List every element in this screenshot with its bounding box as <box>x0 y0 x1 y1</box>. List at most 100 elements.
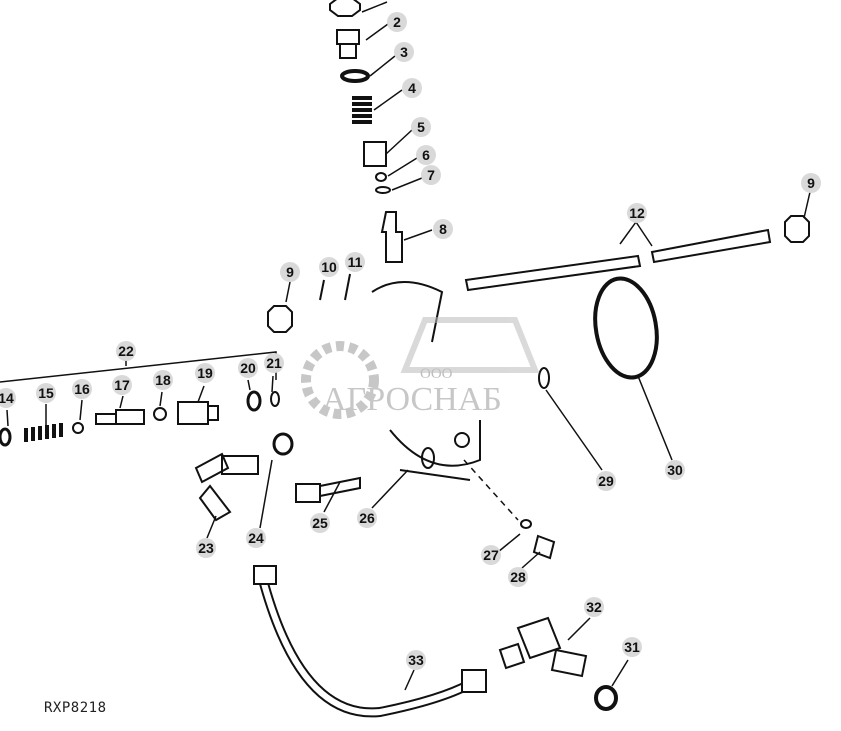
callout-number: 8 <box>439 221 447 237</box>
part-ring-3 <box>340 69 370 83</box>
callout-number: 30 <box>667 462 683 478</box>
callout-20: 20 <box>238 358 258 378</box>
parts <box>0 0 811 718</box>
watermark-prefix: ООО <box>420 366 453 382</box>
callout-23: 23 <box>196 538 216 558</box>
callout-bubble <box>387 12 407 32</box>
callout-number: 3 <box>400 44 408 60</box>
callout-bubble <box>153 370 173 390</box>
callout-8: 8 <box>433 219 453 239</box>
callout-number: 7 <box>427 167 435 183</box>
callout-number: 19 <box>197 365 213 381</box>
part-elbow-32 <box>498 616 588 678</box>
callout-10: 10 <box>319 257 339 277</box>
callout-number: 32 <box>586 599 602 615</box>
part-valve-8 <box>380 211 403 263</box>
callout-31: 31 <box>622 637 642 657</box>
part-oring-14 <box>0 427 12 447</box>
callout-number: 28 <box>510 569 526 585</box>
callout-12: 12 <box>627 203 647 223</box>
callout-bubble <box>508 567 528 587</box>
part-washer-18 <box>153 407 167 421</box>
callout-number: 27 <box>483 547 499 563</box>
callout-bubble <box>280 262 300 282</box>
reference-code: RXP8218 <box>44 700 107 716</box>
part-plug-19 <box>177 401 219 425</box>
callout-4: 4 <box>402 78 422 98</box>
callout-bubble <box>319 257 339 277</box>
callout-bubble <box>0 388 16 408</box>
callout-21: 21 <box>264 353 284 373</box>
part-plug-2 <box>336 29 360 59</box>
callout-32: 32 <box>584 597 604 617</box>
part-elbow-23 <box>194 452 259 522</box>
callout-29: 29 <box>596 471 616 491</box>
callout-5: 5 <box>411 117 431 137</box>
callout-bubble <box>622 637 642 657</box>
callout-bubble <box>421 165 441 185</box>
part-pump-body-26 <box>371 281 481 481</box>
callout-number: 9 <box>807 175 815 191</box>
callout-number: 24 <box>248 530 264 546</box>
callout-number: 6 <box>422 147 430 163</box>
callout-bubble <box>433 219 453 239</box>
callout-bubble <box>112 375 132 395</box>
part-spring-4 <box>352 96 372 124</box>
callout-number: 29 <box>598 473 614 489</box>
callout-bubble <box>345 252 365 272</box>
callout-bubble <box>196 538 216 558</box>
callout-number: 15 <box>38 385 54 401</box>
callout-15: 15 <box>36 383 56 403</box>
callout-16: 16 <box>72 379 92 399</box>
callout-number: 22 <box>118 343 134 359</box>
callout-27: 27 <box>481 545 501 565</box>
callout-number: 20 <box>240 360 256 376</box>
callout-number: 31 <box>624 639 640 655</box>
callout-7: 7 <box>421 165 441 185</box>
callout-28: 28 <box>508 567 528 587</box>
callout-bubble <box>402 78 422 98</box>
callout-22: 22 <box>116 341 136 361</box>
part-gasket-30 <box>593 276 659 380</box>
callout-6: 6 <box>416 145 436 165</box>
callout-bubble <box>584 597 604 617</box>
callout-11: 11 <box>345 252 365 272</box>
part-oring-7 <box>375 186 391 194</box>
callout-bubble <box>72 379 92 399</box>
callout-bubble <box>310 513 330 533</box>
bracket-22 <box>0 351 277 383</box>
callout-bubble <box>416 145 436 165</box>
part-oring-31 <box>594 685 618 711</box>
callout-3: 3 <box>394 42 414 62</box>
part-hose-33 <box>257 574 473 718</box>
part-stud-12a <box>464 254 642 292</box>
part-piston-17 <box>95 409 145 425</box>
callout-33: 33 <box>406 650 426 670</box>
callout-number: 10 <box>321 259 337 275</box>
callout-number: 26 <box>359 510 375 526</box>
callout-bubble <box>116 341 136 361</box>
part-nut-9b <box>784 215 810 243</box>
callout-number: 25 <box>312 515 328 531</box>
callout-26: 26 <box>357 508 377 528</box>
callout-17: 17 <box>112 375 132 395</box>
callout-bubble <box>411 117 431 137</box>
callout-19: 19 <box>195 363 215 383</box>
callout-30: 30 <box>665 460 685 480</box>
callout-2: 2 <box>387 12 407 32</box>
callout-bubble <box>801 173 821 193</box>
callout-number: 16 <box>74 381 90 397</box>
callout-bubble <box>264 353 284 373</box>
callout-bubble <box>195 363 215 383</box>
callout-18: 18 <box>153 370 173 390</box>
callout-number: 33 <box>408 652 424 668</box>
callout-number: 17 <box>114 377 130 393</box>
callout-number: 9 <box>286 264 294 280</box>
callout-9: 9 <box>280 262 300 282</box>
callout-bubble <box>246 528 266 548</box>
part-washer-16 <box>72 422 84 434</box>
callout-number: 14 <box>0 390 14 406</box>
